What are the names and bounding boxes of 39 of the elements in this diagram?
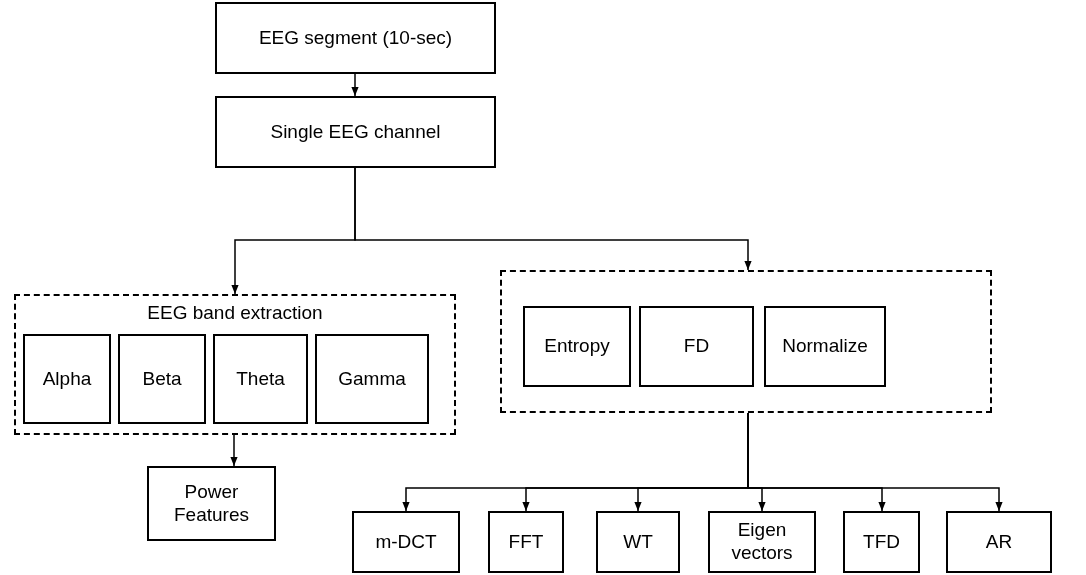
box-label: FFT (507, 529, 545, 554)
box-label: Alpha (41, 366, 93, 391)
dashed-group-box (500, 270, 992, 413)
box-label: Single EEG channel (269, 119, 442, 144)
dashed-group-box (14, 294, 456, 435)
process-box (147, 466, 276, 541)
arrow (230, 434, 238, 467)
box-label: WT (622, 529, 654, 554)
process-box (596, 511, 680, 573)
box-label: Beta (141, 366, 183, 391)
group-heading: EEG band extraction (146, 302, 324, 324)
box-label: AR (984, 529, 1014, 554)
process-box (488, 511, 564, 573)
arrow (351, 73, 359, 97)
process-box (352, 511, 460, 573)
process-box (708, 511, 816, 573)
process-box (215, 2, 496, 74)
box-label: TFD (862, 529, 901, 554)
process-box (946, 511, 1052, 573)
box-label: Eigen vectors (730, 518, 794, 565)
box-label: FD (682, 334, 711, 359)
process-box (315, 334, 429, 424)
box-label: Entropy (543, 334, 611, 359)
arrow (747, 412, 1003, 512)
process-box (213, 334, 308, 424)
arrow (354, 167, 752, 271)
box-label: m-DCT (374, 529, 438, 554)
process-box (118, 334, 206, 424)
box-label: Gamma (337, 366, 407, 391)
box-label: Theta (235, 366, 286, 391)
process-box (23, 334, 111, 424)
process-box (639, 306, 754, 387)
process-box (764, 306, 886, 387)
box-label: Normalize (781, 334, 869, 359)
process-box (215, 96, 496, 168)
box-label: Power Features (173, 479, 250, 527)
box-label: EEG segment (10-sec) (257, 25, 454, 50)
process-box (523, 306, 631, 387)
process-box (843, 511, 920, 573)
